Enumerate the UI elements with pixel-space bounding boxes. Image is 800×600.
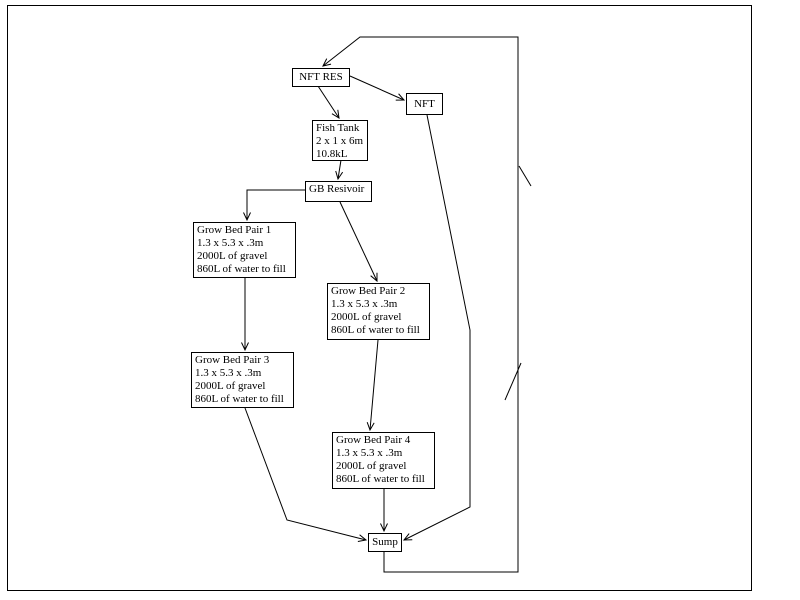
node-grow-bed-1-gravel: 2000L of gravel (197, 250, 268, 262)
edge-nftres-to-fishtank (317, 85, 340, 119)
page-border (7, 5, 752, 591)
node-grow-bed-2-dimensions: 1.3 x 5.3 x .3m (331, 298, 398, 310)
node-grow-bed-pair-3: Grow Bed Pair 3 1.3 x 5.3 x .3m 2000L of… (191, 352, 294, 408)
node-fish-tank-volume: 10.8kL (316, 148, 348, 160)
edge-growbed2-to-growbed4 (366, 339, 379, 432)
node-grow-bed-2-title: Grow Bed Pair 2 (331, 285, 406, 297)
edge-fishtank-to-gbresivoir (335, 159, 344, 181)
node-nft-label: NFT (414, 97, 435, 110)
node-grow-bed-1-water: 860L of water to fill (197, 263, 286, 275)
node-sump-label: Sump (372, 536, 398, 548)
node-grow-bed-1-dimensions: 1.3 x 5.3 x .3m (197, 237, 264, 249)
edge-nft-to-sump (402, 114, 471, 541)
edge-sump-return-loop (322, 36, 519, 573)
node-grow-bed-pair-1: Grow Bed Pair 1 1.3 x 5.3 x .3m 2000L of… (193, 222, 296, 278)
edge-growbed3-to-sump (244, 407, 368, 543)
flow-tick-lower (504, 362, 522, 401)
flow-tick-upper (518, 165, 532, 187)
node-gb-resivoir: GB Resivoir (305, 181, 372, 202)
edge-gbresivoir-to-growbed2 (339, 201, 378, 283)
node-nft-res-label: NFT RES (299, 71, 343, 83)
node-grow-bed-3-dimensions: 1.3 x 5.3 x .3m (195, 367, 262, 379)
node-grow-bed-pair-4: Grow Bed Pair 4 1.3 x 5.3 x .3m 2000L of… (332, 432, 435, 489)
node-grow-bed-4-gravel: 2000L of gravel (336, 460, 407, 472)
node-grow-bed-1-title: Grow Bed Pair 1 (197, 224, 272, 236)
node-grow-bed-2-gravel: 2000L of gravel (331, 311, 402, 323)
node-grow-bed-4-water: 860L of water to fill (336, 473, 425, 485)
node-grow-bed-4-dimensions: 1.3 x 5.3 x .3m (336, 447, 403, 459)
node-fish-tank: Fish Tank 2 x 1 x 6m 10.8kL (312, 120, 368, 161)
edge-nftres-to-nft (349, 75, 406, 101)
node-fish-tank-dimensions: 2 x 1 x 6m (316, 135, 364, 147)
node-grow-bed-3-title: Grow Bed Pair 3 (195, 354, 270, 366)
node-grow-bed-4-title: Grow Bed Pair 4 (336, 434, 411, 446)
edge-gbresivoir-to-growbed1 (243, 189, 305, 222)
node-sump: Sump (368, 533, 402, 552)
node-nft: NFT (406, 93, 443, 115)
node-fish-tank-title: Fish Tank (316, 122, 360, 134)
node-grow-bed-3-water: 860L of water to fill (195, 393, 284, 405)
node-grow-bed-pair-2: Grow Bed Pair 2 1.3 x 5.3 x .3m 2000L of… (327, 283, 430, 340)
node-grow-bed-2-water: 860L of water to fill (331, 324, 420, 336)
node-grow-bed-3-gravel: 2000L of gravel (195, 380, 266, 392)
node-gb-resivoir-label: GB Resivoir (309, 183, 365, 195)
node-nft-res: NFT RES (292, 68, 350, 87)
